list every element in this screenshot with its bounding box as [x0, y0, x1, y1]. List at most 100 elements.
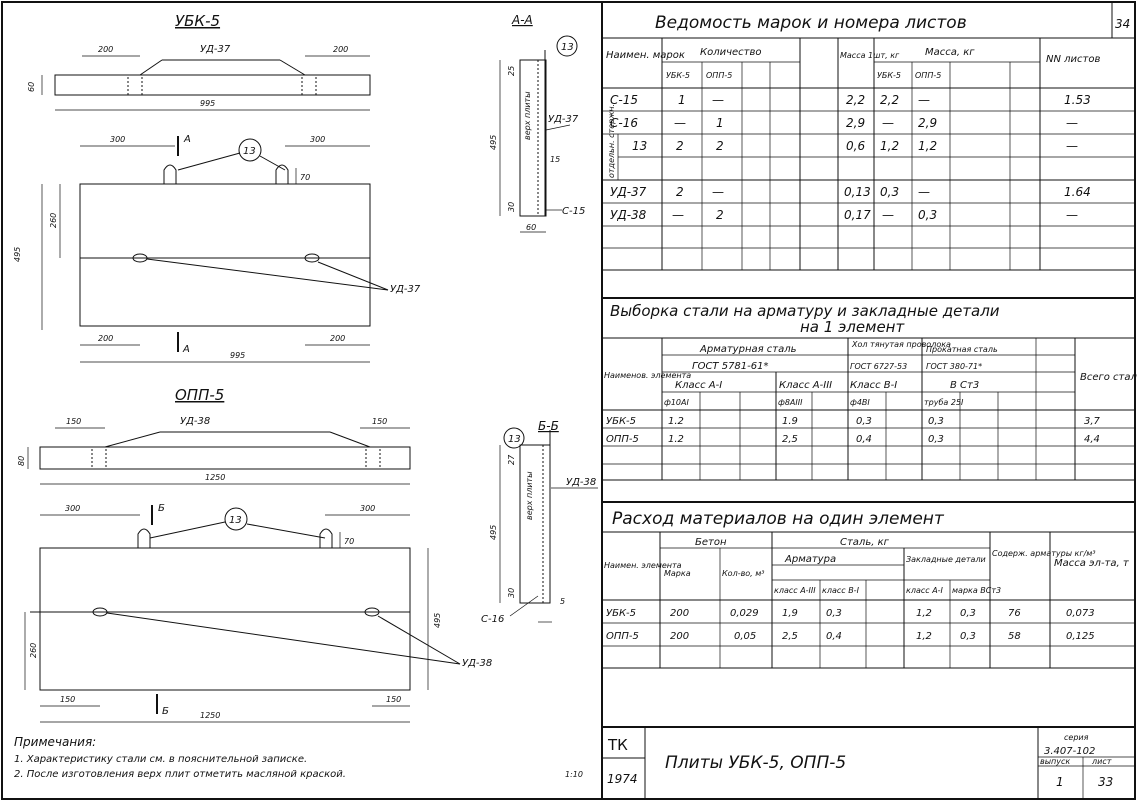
table-cell: 1,2: [916, 608, 932, 619]
mark-13: 13: [229, 515, 242, 526]
th-d4: ф4ВI: [850, 398, 870, 407]
cut-b-label: Б: [158, 503, 165, 514]
dim-495: 495: [489, 525, 498, 540]
stamp-series: 3.407-102: [1044, 746, 1095, 757]
dim-495: 495: [13, 247, 22, 262]
table-cell: 1.2: [668, 416, 684, 427]
stamp-series-label: серия: [1064, 733, 1089, 742]
th-qty: Количество: [700, 47, 762, 58]
table-cell: —: [712, 185, 724, 199]
ubk5-drawing: УБК-5 УД-37 200 200 60 995 300 А 300 13 …: [13, 12, 421, 363]
th-content: Содерж. арматуры кг/м³: [992, 549, 1096, 558]
scale-label: 1:10: [565, 770, 583, 779]
th-bst3: марка ВСт3: [952, 586, 1001, 595]
table-cell: 0,05: [734, 631, 756, 642]
th-name: Наимен. элемента: [604, 561, 682, 570]
ud37-section-label: УД-37: [548, 114, 579, 125]
table-cell: 1,2: [918, 139, 937, 153]
table-cell: 1.64: [1064, 185, 1091, 199]
sheet-number: 34: [1115, 17, 1130, 31]
dim-25: 25: [507, 66, 516, 76]
dim-150: 150: [60, 695, 75, 704]
th-vol: Кол-во, м³: [722, 569, 765, 578]
ud38-section-label: УД-38: [566, 477, 596, 488]
table-cell: —: [674, 116, 686, 130]
th-cold: Хол тянутая проволока: [851, 340, 951, 349]
th-ka1: класс А-I: [906, 586, 944, 595]
table-cell: 0,3: [928, 416, 944, 427]
table-cell: 0,4: [856, 434, 872, 445]
th-pipe: труба 25I: [924, 398, 964, 407]
table-cell: 1.53: [1064, 93, 1091, 107]
table-marks: 34 Ведомость марок и номера листов Наиме…: [602, 2, 1135, 271]
dim-70: 70: [300, 173, 310, 182]
th-steel: Сталь, кг: [840, 537, 890, 548]
cut-b-label: Б: [162, 706, 169, 717]
table-cell: ОПП-5: [606, 434, 639, 445]
table-cell: 0,17: [844, 208, 871, 222]
th-marks: Наимен. марок: [606, 50, 685, 61]
th-kl-b1: Класс В-I: [850, 380, 897, 391]
dim-60b: 60: [526, 223, 536, 232]
section-bb-title: Б-Б: [538, 419, 559, 433]
section-bb: Б-Б 13 495 27 верх плиты УД-38 30 С-16 5: [481, 419, 598, 625]
stamp-list-label: лист: [1091, 757, 1112, 766]
table-cell: 1,2: [880, 139, 899, 153]
table-cell: 13: [632, 139, 647, 153]
table-cell: 0,3: [960, 631, 976, 642]
table-cell: 76: [1008, 608, 1021, 619]
table-cell: 0,3: [826, 608, 842, 619]
table-cell: 0,3: [928, 434, 944, 445]
ud37-label: УД-37: [390, 284, 421, 295]
dim-1250: 1250: [200, 711, 220, 720]
table-cell: УД-37: [610, 185, 647, 199]
dim-300: 300: [360, 504, 375, 513]
ud38-label-top: УД-38: [180, 416, 210, 427]
th-arm: Арматурная сталь: [699, 344, 797, 355]
stamp-vyp-label: выпуск: [1040, 757, 1070, 766]
dim-1250: 1250: [205, 473, 225, 482]
table-cell: 0,3: [880, 185, 899, 199]
stamp-list: 33: [1098, 775, 1113, 789]
table-cell: УБК-5: [606, 416, 636, 427]
verh-plity-label: верх плиты: [525, 471, 534, 520]
table-cell: 0,3: [918, 208, 937, 222]
dim-995: 995: [200, 99, 215, 108]
dim-495: 495: [489, 135, 498, 150]
th-opp5: ОПП-5: [706, 71, 732, 80]
th-opp5: ОПП-5: [915, 71, 941, 80]
table-cell: —: [1066, 139, 1078, 153]
dim-80: 80: [17, 456, 26, 466]
th-total: Всего стали кг: [1080, 372, 1137, 383]
dim-200: 200: [330, 334, 345, 343]
dim-70: 70: [344, 537, 354, 546]
table-cell: УБК-5: [606, 608, 636, 619]
opp5-title: ОПП-5: [175, 386, 224, 404]
table-cell: 1,9: [782, 608, 798, 619]
table-cell: 3,7: [1084, 416, 1101, 427]
table-cell: 0,4: [826, 631, 842, 642]
table-cell: 1: [678, 93, 686, 107]
table1-rows: С-15 1 — 2,2 2,2 — 1.53 С-16 — 1 2,9 — 2…: [602, 93, 1135, 271]
th-d8: ф8АIII: [778, 398, 803, 407]
table-cell: 1: [716, 116, 724, 130]
table-cell: —: [918, 93, 930, 107]
table-cell: 2,2: [846, 93, 865, 107]
mark-13: 13: [561, 42, 574, 53]
table-cell: 2,2: [880, 93, 899, 107]
table-cell: 2: [716, 139, 724, 153]
table1-title: Ведомость марок и номера листов: [655, 13, 967, 33]
table-cell: С-15: [610, 93, 638, 107]
th-roll: Прокатная сталь: [926, 345, 998, 354]
th-ubk5: УБК-5: [666, 71, 690, 80]
table-cell: —: [1066, 208, 1078, 222]
mark-13: 13: [243, 146, 256, 157]
ud38-label: УД-38: [462, 658, 492, 669]
table-cell: 0,3: [960, 608, 976, 619]
dim-300: 300: [110, 135, 125, 144]
th-sheets: NN листов: [1046, 54, 1100, 65]
section-aa: А-А 13 495 25 верх плиты УД-37 15 30 С-1…: [489, 13, 585, 233]
th-marka: Марка: [664, 569, 691, 578]
